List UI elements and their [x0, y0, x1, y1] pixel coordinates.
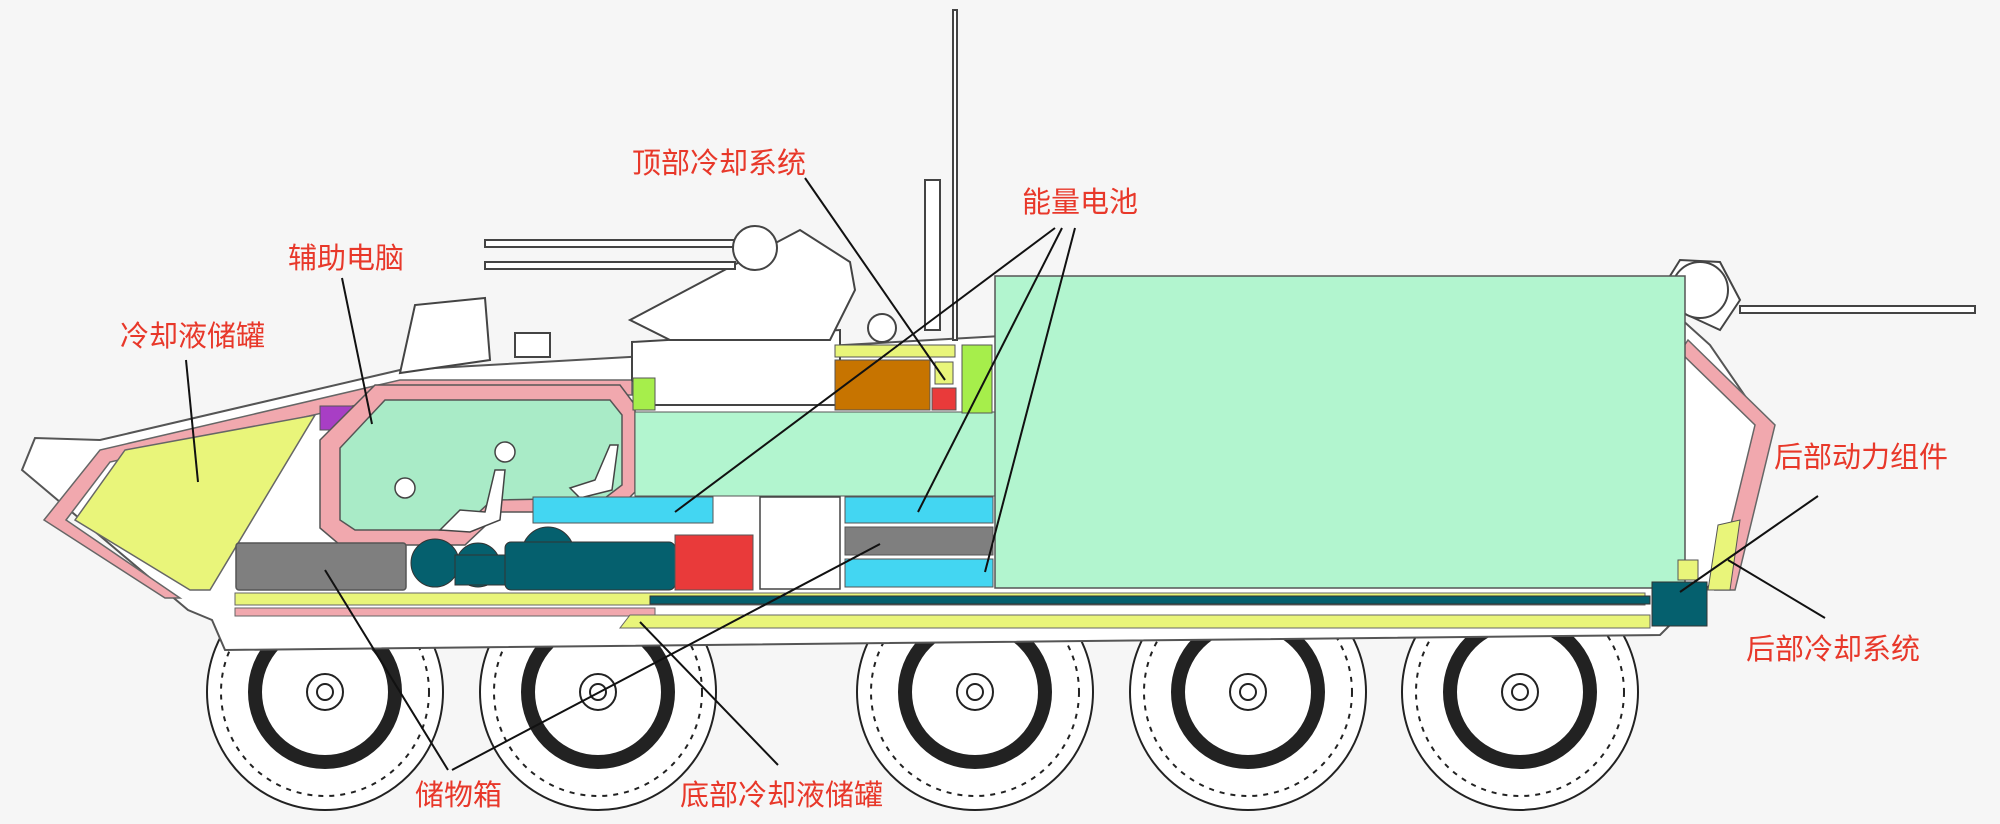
turret-base — [631, 328, 841, 406]
label-coolant-tank: 冷却液储罐 — [120, 319, 265, 353]
periscope — [514, 332, 551, 358]
label-storage-box: 储物箱 — [415, 778, 502, 812]
leader-battery-2 — [917, 227, 1063, 513]
middle-battery-area — [634, 411, 996, 497]
battery-cell-left — [532, 496, 714, 524]
leader-storage-1 — [324, 569, 449, 771]
operator-1 — [394, 477, 416, 499]
leader-lines — [185, 177, 1826, 771]
lime-unit-right — [961, 344, 993, 414]
gun-barrel-2 — [484, 261, 736, 270]
top-red-unit — [931, 387, 957, 411]
weapon-turret — [627, 228, 857, 341]
gun-barrel-1 — [484, 239, 736, 248]
front-hatch — [398, 296, 492, 375]
red-power-unit — [674, 534, 754, 591]
mast — [924, 179, 941, 331]
power-drum-1 — [410, 538, 460, 588]
rear-cooling-small — [1677, 559, 1699, 581]
leader-rear-cooling — [1727, 559, 1826, 619]
top-sensor — [867, 313, 897, 343]
floor-armor — [234, 607, 656, 617]
rear-power-unit — [1651, 581, 1708, 627]
leader-bottom-tank — [639, 621, 779, 766]
seat-1 — [438, 469, 506, 533]
label-rear-cooling: 后部冷却系统 — [1746, 632, 1920, 666]
battery-cell-mid-top — [844, 496, 994, 524]
leader-storage-2 — [451, 543, 881, 771]
mid-compartment — [759, 496, 841, 590]
orange-unit — [834, 359, 931, 411]
label-battery: 能量电池 — [1022, 185, 1138, 219]
top-cooling-small — [934, 361, 954, 385]
leader-aux-computer — [341, 277, 373, 425]
power-link — [454, 554, 506, 586]
battery-cell-mid-bottom — [844, 558, 994, 588]
antenna — [952, 9, 958, 341]
floor-teal-pipe — [649, 595, 1651, 605]
top-cooling-yellow — [834, 344, 956, 358]
power-components — [410, 526, 676, 591]
rear-gun-barrel — [1739, 305, 1976, 314]
label-rear-power: 后部动力组件 — [1774, 440, 1948, 474]
label-top-cooling: 顶部冷却系统 — [632, 146, 806, 180]
leader-battery-3 — [984, 227, 1076, 573]
storage-box-unit — [235, 542, 407, 591]
label-bottom-coolant-tank: 底部冷却液储罐 — [680, 778, 883, 812]
top-equipment — [398, 9, 1976, 406]
power-motor — [504, 541, 676, 591]
front-coolant-tank — [73, 413, 317, 591]
bottom-coolant-tank-band — [618, 614, 1651, 629]
turret-sight — [732, 225, 778, 271]
label-aux-computer: 辅助电脑 — [288, 241, 404, 275]
main-energy-battery — [994, 275, 1686, 589]
leader-top-cooling — [804, 177, 946, 381]
labels: 顶部冷却系统 能量电池 辅助电脑 冷却液储罐 后部动力组件 后部冷却系统 储物箱… — [120, 146, 1948, 812]
crew-seats — [394, 441, 619, 533]
operator-2 — [494, 441, 516, 463]
rear-cooling-unit — [1707, 519, 1741, 591]
lime-unit-left — [632, 377, 656, 411]
leader-coolant-tank — [185, 359, 199, 483]
leader-rear-power — [1679, 495, 1819, 593]
leader-battery-1 — [674, 227, 1056, 513]
